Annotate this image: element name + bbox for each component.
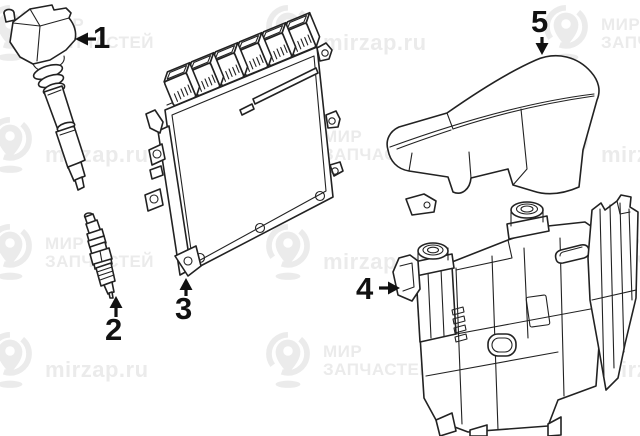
ignition-coil-drawing: [3, 4, 86, 191]
part-label-1: 1: [93, 20, 111, 55]
part-label-5: 5: [531, 4, 549, 39]
engine-control-module-drawing: [144, 11, 344, 277]
callout-arrow-1: [75, 32, 96, 46]
part-label-2: 2: [105, 312, 123, 347]
part-label-3: 3: [175, 291, 193, 326]
part-label-4: 4: [356, 271, 374, 306]
watermark-tile: mirzap.ru: [543, 116, 640, 175]
watermark-site-text: mirzap.ru: [601, 142, 640, 167]
callout-arrow-3: [179, 278, 193, 296]
watermark-tile: mirzap.ru: [265, 4, 427, 63]
spark-plug-drawing: [83, 212, 116, 299]
watermark-tile: mirzap.ru: [0, 331, 149, 390]
mounting-bracket-drawing: [392, 193, 639, 436]
watermark-site-text: mirzap.ru: [323, 30, 427, 55]
callout-arrow-2: [109, 296, 123, 317]
callout-arrow-4: [379, 281, 400, 295]
watermark-site-text: mirzap.ru: [45, 357, 149, 382]
callout-arrow-5: [535, 37, 549, 55]
cover-drawing: [386, 54, 600, 195]
